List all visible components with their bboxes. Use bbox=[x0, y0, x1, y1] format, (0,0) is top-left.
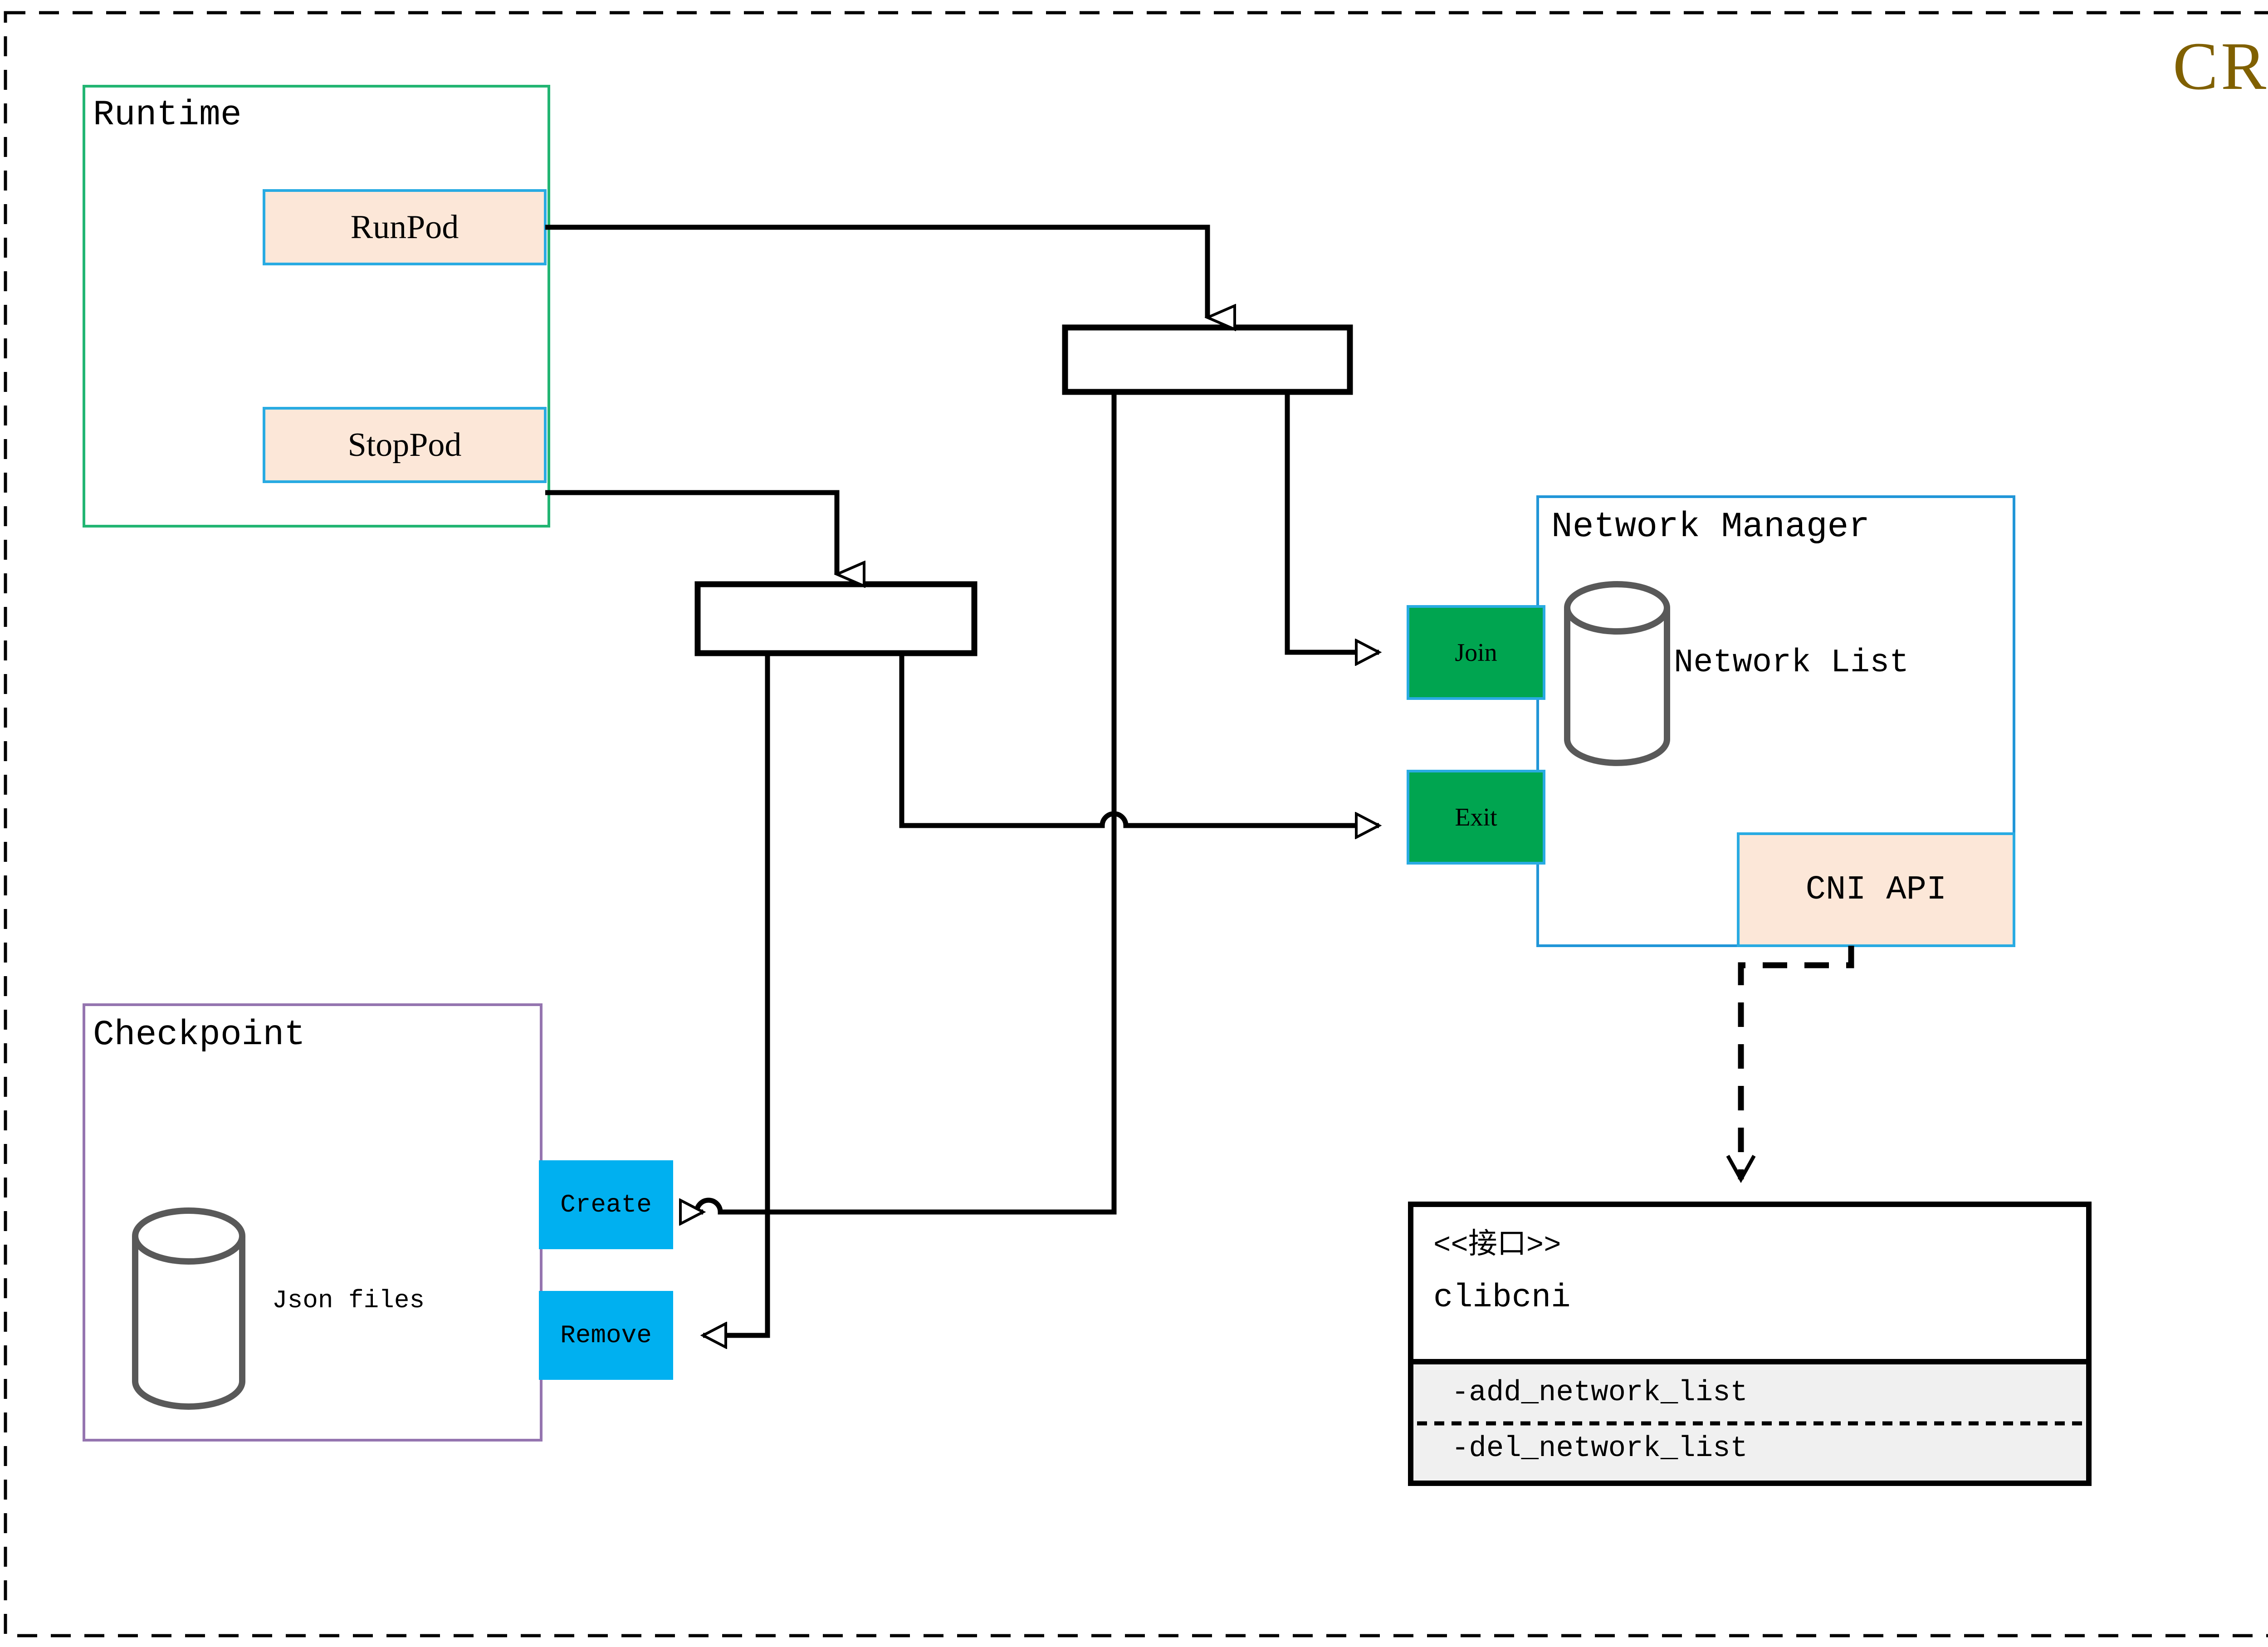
edge-fork-top-to-create bbox=[697, 392, 1117, 1212]
edge-stoppod-to-fork-bottom bbox=[545, 490, 837, 574]
network-list-label: Network List bbox=[1674, 644, 1909, 681]
run-pod-box[interactable] bbox=[263, 189, 547, 265]
stop-pod-label[interactable]: StopPod bbox=[347, 426, 462, 464]
edge-cni-api-to-clibcni bbox=[1726, 946, 1854, 1183]
join-action-box[interactable] bbox=[1407, 605, 1545, 700]
checkpoint-group-label: Checkpoint bbox=[93, 1015, 306, 1055]
cni-api-label[interactable]: CNI API bbox=[1805, 870, 1947, 909]
run-pod-label[interactable]: RunPod bbox=[350, 208, 459, 246]
outer-dashed-frame bbox=[4, 11, 2268, 1637]
edge-runpod-to-fork-top bbox=[545, 225, 1207, 318]
clibcni-name: clibcni bbox=[1433, 1279, 1571, 1316]
page-title: CRI bbox=[2173, 29, 2268, 104]
network-manager-group-label: Network Manager bbox=[1551, 507, 1870, 547]
edge-fork-bottom-to-remove bbox=[703, 653, 770, 1335]
json-files-cylinder-icon bbox=[132, 1207, 245, 1410]
remove-action-box[interactable] bbox=[539, 1291, 673, 1380]
edge-fork-top-to-join bbox=[1285, 392, 1379, 652]
clibcni-method-add: -add_network_list bbox=[1452, 1377, 1748, 1409]
remove-label[interactable]: Remove bbox=[560, 1321, 652, 1350]
fork-bar-bottom bbox=[694, 581, 978, 656]
runtime-group-frame bbox=[83, 85, 550, 528]
runtime-group-label: Runtime bbox=[93, 95, 242, 135]
exit-action-box[interactable] bbox=[1407, 770, 1545, 865]
clibcni-stereotype: <<接口>> bbox=[1433, 1230, 1561, 1262]
exit-label[interactable]: Exit bbox=[1455, 803, 1497, 831]
json-files-label: Json files bbox=[272, 1286, 425, 1315]
fork-bar-top bbox=[1062, 324, 1353, 395]
create-action-box[interactable] bbox=[539, 1160, 673, 1249]
cni-api-box[interactable] bbox=[1737, 832, 2015, 947]
stop-pod-box[interactable] bbox=[263, 407, 547, 483]
clibcni-method-compartment-outline bbox=[1408, 1359, 2092, 1486]
edge-fork-bottom-to-exit bbox=[899, 653, 1379, 826]
clibcni-method-del: -del_network_list bbox=[1452, 1432, 1748, 1465]
network-list-cylinder-icon bbox=[1564, 581, 1670, 766]
join-label[interactable]: Join bbox=[1455, 638, 1497, 667]
create-label[interactable]: Create bbox=[560, 1190, 652, 1219]
